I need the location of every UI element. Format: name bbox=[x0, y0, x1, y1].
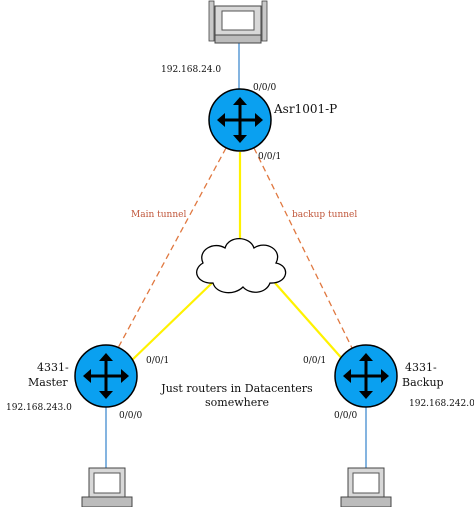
computer-icon-top bbox=[208, 0, 268, 44]
cloud-icon bbox=[196, 237, 287, 294]
asr-lan-interface-label: 0/0/0 bbox=[253, 83, 277, 93]
router-icon-master bbox=[74, 344, 138, 408]
router-name-master-line1: 4331- bbox=[37, 361, 69, 374]
computer-icon-left bbox=[81, 467, 133, 507]
master-wan-interface-label: 0/0/1 bbox=[146, 356, 169, 366]
network-label-right: 192.168.242.0 bbox=[409, 399, 474, 409]
router-name-backup-line2: Backup bbox=[402, 376, 444, 389]
wan-link-master bbox=[129, 282, 213, 363]
router-name-backup-line1: 4331- bbox=[405, 361, 437, 374]
network-label-left: 192.168.243.0 bbox=[6, 403, 72, 413]
wan-link-backup bbox=[274, 282, 346, 363]
router-icon-backup bbox=[334, 344, 398, 408]
backup-lan-interface-label: 0/0/0 bbox=[334, 411, 358, 421]
computer-icon-right bbox=[340, 467, 392, 507]
main-tunnel-line bbox=[117, 147, 227, 349]
note-line1: Just routers in Datacenters bbox=[160, 382, 313, 395]
master-lan-interface-label: 0/0/0 bbox=[119, 411, 143, 421]
router-name-asr: Asr1001-P bbox=[273, 102, 337, 116]
network-label-top: 192.168.24.0 bbox=[161, 65, 221, 75]
backup-tunnel-label: backup tunnel bbox=[292, 210, 357, 220]
main-tunnel-label: Main tunnel bbox=[131, 210, 186, 220]
asr-wan-interface-label: 0/0/1 bbox=[258, 152, 281, 162]
backup-wan-interface-label: 0/0/1 bbox=[303, 356, 326, 366]
router-name-master-line2: Master bbox=[28, 376, 68, 389]
backup-tunnel-line bbox=[253, 147, 353, 349]
router-icon-asr bbox=[208, 88, 272, 152]
note-line2: somewhere bbox=[205, 396, 269, 409]
